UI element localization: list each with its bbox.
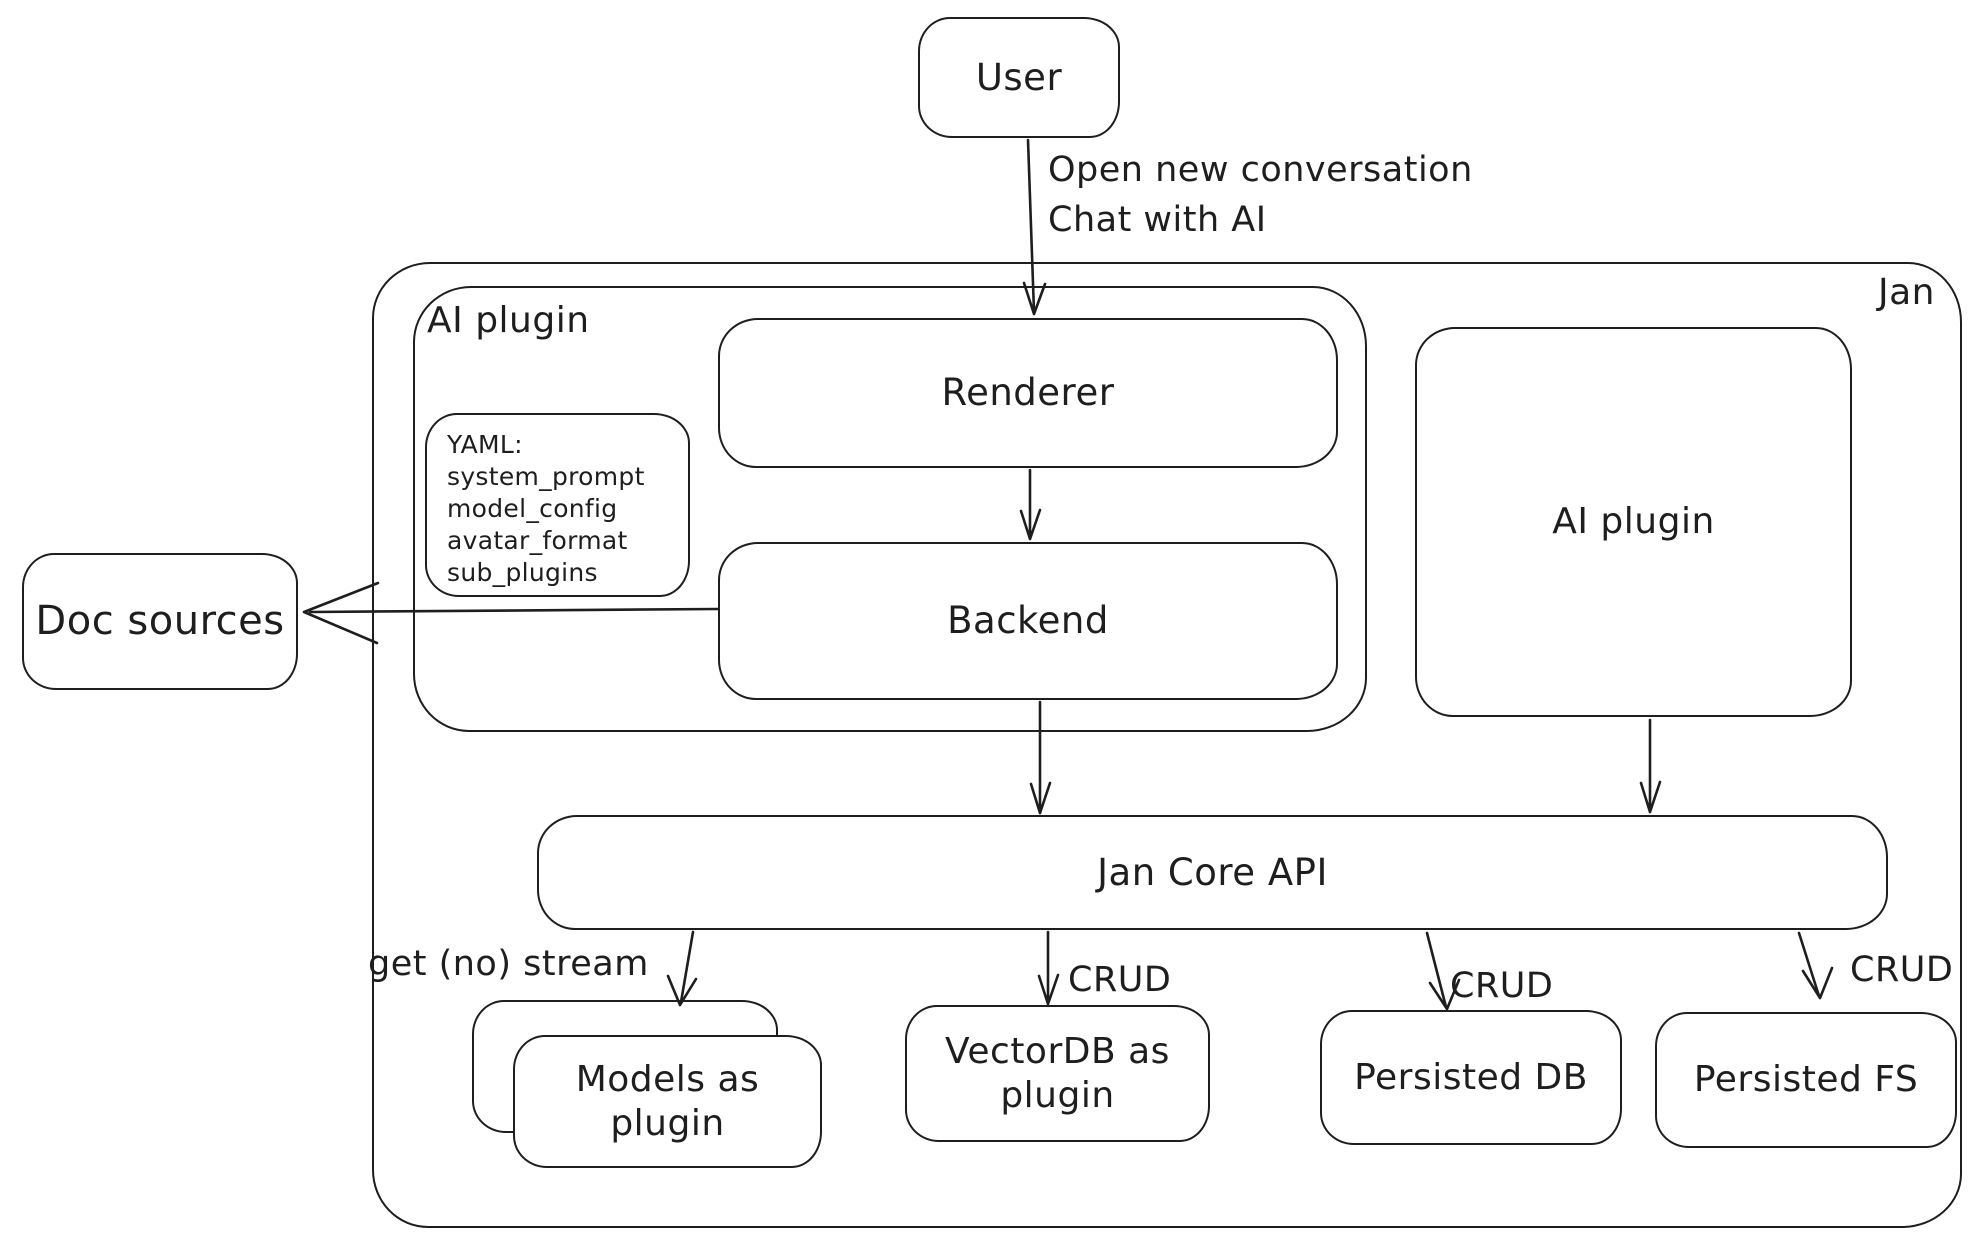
persisted-db-label: Persisted DB xyxy=(1354,1056,1588,1098)
jan-core-api-node: Jan Core API xyxy=(537,815,1888,930)
edge-label-crud-persisted-fs: CRUD xyxy=(1850,950,1954,990)
persisted-db-node: Persisted DB xyxy=(1320,1010,1622,1145)
yaml-note-line: system_prompt xyxy=(447,462,645,491)
vectordb-as-plugin-label: VectorDB as plugin xyxy=(945,1030,1182,1116)
persisted-fs-node: Persisted FS xyxy=(1655,1012,1957,1148)
persisted-fs-label: Persisted FS xyxy=(1693,1059,1919,1101)
ai-plugin-right-node-label: AI plugin xyxy=(1552,501,1715,543)
models-as-plugin-node: Models as plugin xyxy=(513,1035,822,1168)
backend-node: Backend xyxy=(718,542,1338,700)
yaml-note-line: model_config xyxy=(447,494,618,523)
edge-label-crud-vectordb: CRUD xyxy=(1068,960,1172,1000)
user-node: User xyxy=(918,17,1120,138)
edge-label-user-line2: Chat with AI xyxy=(1048,200,1267,240)
edge-label-user-line1: Open new conversation xyxy=(1048,150,1473,190)
vectordb-as-plugin-node: VectorDB as plugin xyxy=(905,1005,1210,1142)
yaml-note: YAML: system_prompt model_config avatar_… xyxy=(425,413,690,597)
jan-container-label: Jan xyxy=(1878,272,1935,313)
models-as-plugin-label: Models as plugin xyxy=(575,1058,772,1144)
doc-sources-node-label: Doc sources xyxy=(35,598,285,645)
jan-core-api-node-label: Jan Core API xyxy=(1097,850,1328,894)
yaml-note-line: avatar_format xyxy=(447,526,628,555)
user-node-label: User xyxy=(975,55,1063,99)
ai-plugin-right-node: AI plugin xyxy=(1415,327,1852,717)
yaml-note-line: YAML: xyxy=(447,430,523,459)
edge-label-crud-persisted-db: CRUD xyxy=(1450,966,1554,1006)
yaml-note-line: sub_plugins xyxy=(447,558,598,587)
doc-sources-node: Doc sources xyxy=(22,553,298,690)
renderer-node-label: Renderer xyxy=(941,371,1115,415)
renderer-node: Renderer xyxy=(718,318,1338,468)
ai-plugin-container-label: AI plugin xyxy=(427,300,590,341)
backend-node-label: Backend xyxy=(947,599,1109,643)
edge-label-get-no-stream: get (no) stream xyxy=(368,944,649,984)
